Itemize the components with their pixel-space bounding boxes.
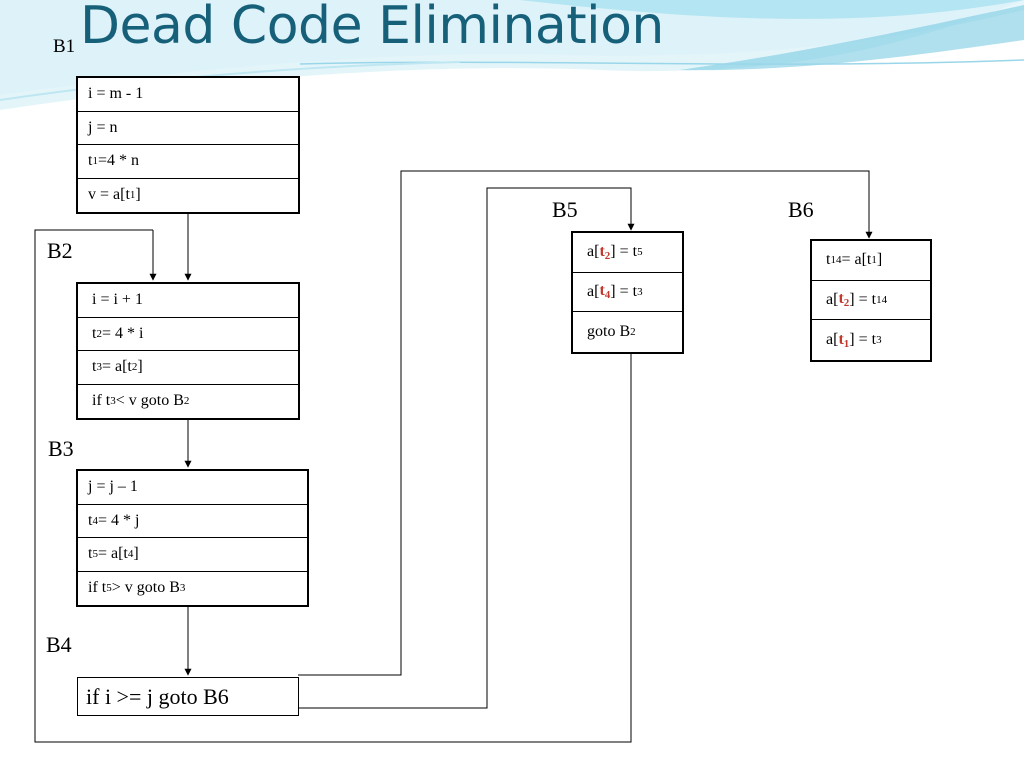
code-line-b1-2: j = n [78,112,298,145]
block-label-b2: B2 [47,238,73,263]
block-label-b3: B3 [48,436,74,461]
code-line-b3-1: j = j – 1 [78,471,307,505]
code-line-b1-1: i = m - 1 [78,78,298,112]
header-wave-decoration [0,0,1024,110]
block-label-b6: B6 [788,197,814,222]
highlighted-temp: t2 [838,290,850,310]
edge-b4-to-b6 [298,170,873,676]
block-label-b5: B5 [552,197,578,222]
basic-block-b4: if i >= j goto B6 [77,677,299,716]
code-line-b2-1: i = i + 1 [78,284,298,318]
highlighted-temp: t1 [838,330,850,350]
highlighted-temp: t4 [599,282,611,302]
slide-title: Dead Code Elimination [80,0,664,56]
edge-b4-back-to-b2 [34,229,632,743]
block-label-b4: B4 [46,632,72,657]
block-label-b1: B1 [53,36,76,57]
edge-b4-to-b5 [298,187,635,709]
highlighted-temp: t2 [599,242,611,262]
